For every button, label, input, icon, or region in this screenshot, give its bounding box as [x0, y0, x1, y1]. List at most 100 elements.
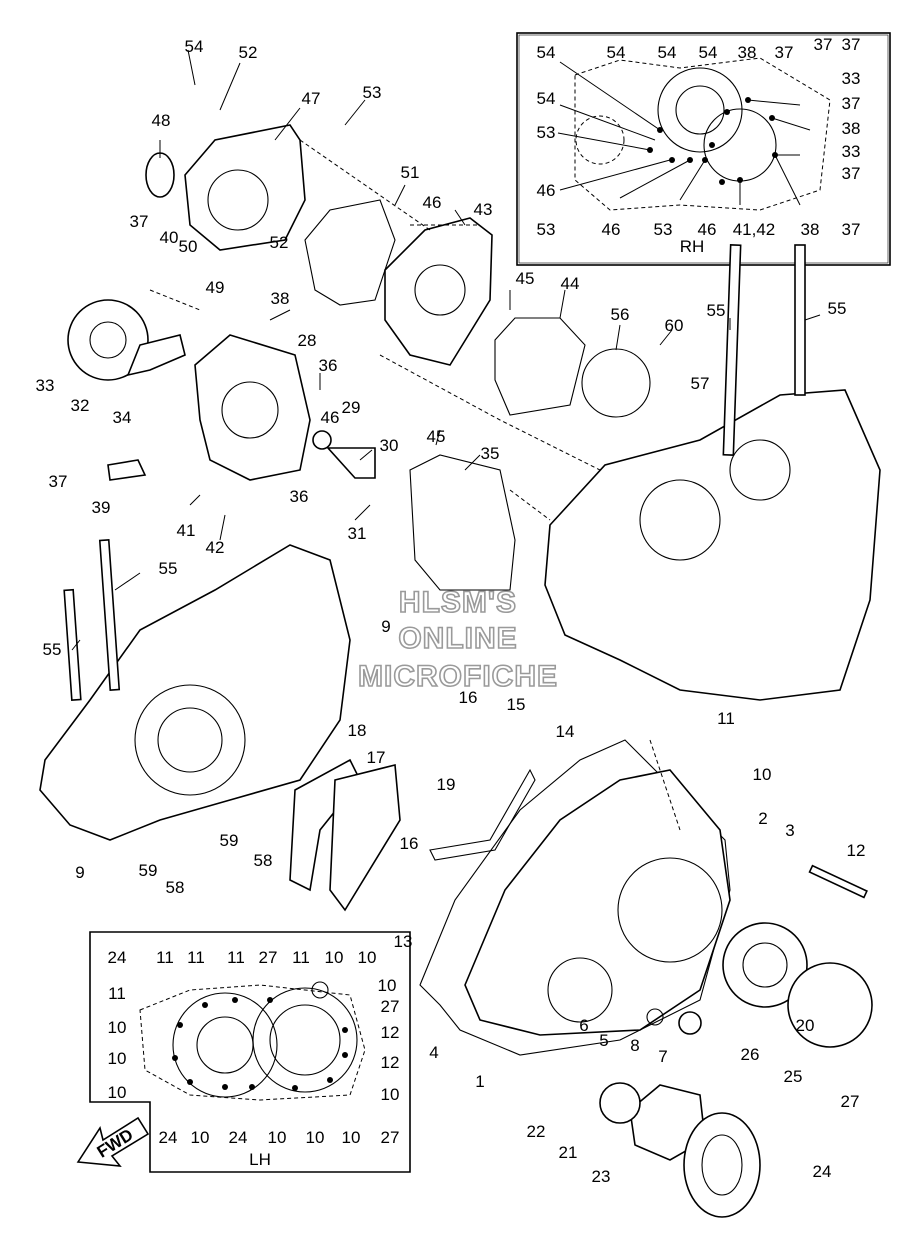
part-callout: 11: [717, 709, 735, 728]
rh-callout: 37: [842, 220, 861, 239]
part-callout: 52: [270, 233, 289, 252]
part-callout: 4: [429, 1043, 438, 1062]
part-callout: 51: [401, 163, 420, 182]
part-callout: 55: [43, 640, 62, 659]
lh-callout: 10: [381, 1085, 400, 1104]
part-callout: 24: [813, 1162, 832, 1181]
part-callout: 58: [254, 851, 273, 870]
parts: [39, 49, 881, 1218]
lh-callout: 10: [358, 948, 377, 967]
part-callout: 58: [166, 878, 185, 897]
part-callout: 40: [160, 228, 179, 247]
lh-callout: 10: [306, 1128, 325, 1147]
part-callout: 2: [758, 809, 767, 828]
rh-callout: 33: [842, 142, 861, 161]
part-callout: 21: [559, 1143, 578, 1162]
rh-callout: 46: [698, 220, 717, 239]
part-callout: 15: [507, 695, 526, 714]
part-callout: 31: [348, 524, 367, 543]
part-callout: 47: [302, 89, 321, 108]
part-callout: 59: [139, 861, 158, 880]
part-callout: 27: [841, 1092, 860, 1111]
rh-callout: 37: [842, 35, 861, 54]
part-callout: 25: [784, 1067, 803, 1086]
part-callout: 44: [561, 274, 580, 293]
part-callout: 7: [658, 1047, 667, 1066]
part-callout: 43: [474, 200, 493, 219]
part-callout: 41: [177, 521, 196, 540]
part-callout: 55: [828, 299, 847, 318]
lh-callout: 10: [191, 1128, 210, 1147]
lh-callout: 24: [108, 948, 127, 967]
rh-callout: 46: [537, 181, 556, 200]
rh-callout: 37: [842, 164, 861, 183]
watermark-line2: ONLINE: [398, 622, 517, 655]
part-callout: 48: [152, 111, 171, 130]
lh-callout: 11: [108, 984, 126, 1003]
part-callout: 34: [113, 408, 132, 427]
part-callout: 14: [556, 722, 575, 741]
lh-callout: 10: [108, 1049, 127, 1068]
lh-callout: 10: [108, 1083, 127, 1102]
lh-callout: 10: [378, 976, 397, 995]
part-callout: 13: [394, 932, 413, 951]
lh-callout: 24: [159, 1128, 178, 1147]
part-callout: 19: [437, 775, 456, 794]
part-callout: 56: [611, 305, 630, 324]
part-callout: 55: [707, 301, 726, 320]
part-callout: 26: [741, 1045, 760, 1064]
watermark-line1: HLSM'S: [399, 586, 517, 619]
rh-callout: 54: [699, 43, 718, 62]
lh-callout: 10: [325, 948, 344, 967]
part-callout: 16: [459, 688, 478, 707]
part-callout: 33: [36, 376, 55, 395]
watermark: HLSM'S ONLINE MICROFICHE: [357, 585, 558, 694]
lh-callout: 11: [156, 948, 174, 967]
rh-callout: 37: [775, 43, 794, 62]
part-callout: 28: [298, 331, 317, 350]
part-callout: 38: [271, 289, 290, 308]
rh-callout: 54: [607, 43, 626, 62]
fwd-arrow: FWD: [76, 1116, 150, 1167]
part-callout: 60: [665, 316, 684, 335]
part-callout: 9: [75, 863, 84, 882]
part-callout: 50: [179, 237, 198, 256]
part-callout: 29: [342, 398, 361, 417]
rh-callout: 54: [658, 43, 677, 62]
part-callout: 17: [367, 748, 386, 767]
part-callout: 37: [49, 472, 68, 491]
part-callout: 23: [592, 1167, 611, 1186]
lh-label: LH: [249, 1150, 271, 1169]
rh-callout: 37: [814, 35, 833, 54]
part-callout: 12: [847, 841, 866, 860]
part-callout: 53: [363, 83, 382, 102]
rh-callout: 46: [602, 220, 621, 239]
part-callout: 52: [239, 43, 258, 62]
part-callout: 9: [381, 617, 390, 636]
part-callout: 55: [159, 559, 178, 578]
part-callout: 36: [290, 487, 309, 506]
watermark-line3: MICROFICHE: [358, 660, 558, 693]
part-callout: 54: [185, 37, 204, 56]
part-callout: 20: [796, 1016, 815, 1035]
rh-callout: 38: [738, 43, 757, 62]
part-callout: 1: [475, 1072, 484, 1091]
rh-callout: 38: [842, 119, 861, 138]
part-callout: 39: [92, 498, 111, 517]
part-callout: 57: [691, 374, 710, 393]
lh-callout: 11: [227, 948, 245, 967]
part-callout: 35: [481, 444, 500, 463]
rh-callout: 41,42: [733, 220, 776, 239]
part-callout: 30: [380, 436, 399, 455]
part-callout: 49: [206, 278, 225, 297]
rh-callout: 54: [537, 43, 556, 62]
part-callout: 3: [785, 821, 794, 840]
part-callout: 42: [206, 538, 225, 557]
rh-callout: 37: [842, 94, 861, 113]
rh-label: RH: [680, 237, 705, 256]
rh-callout: 33: [842, 69, 861, 88]
part-callout: 36: [319, 356, 338, 375]
rh-callout: 54: [537, 89, 556, 108]
part-callout: 6: [579, 1016, 588, 1035]
